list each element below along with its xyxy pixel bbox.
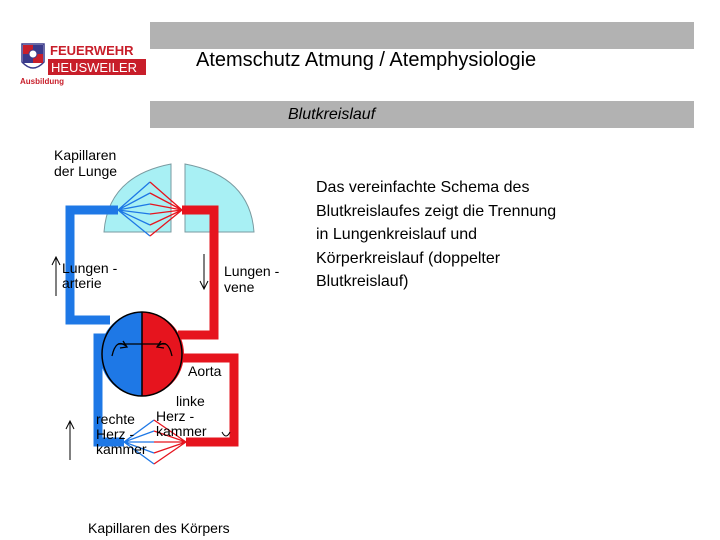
description-line: Körperkreislauf (doppelter (316, 249, 501, 267)
label-left-ventricle-3: kammer (156, 423, 207, 439)
aorta-vessel (178, 353, 239, 447)
flow-down-arrow-icon (199, 254, 209, 291)
lung-left-shape (103, 163, 172, 233)
pulmonary-vein-vessel (178, 205, 219, 340)
label-left-ventricle-1: linke (176, 393, 205, 409)
label-lung-vein-2: vene (224, 279, 255, 295)
logo-line-3: Ausbildung (20, 77, 64, 86)
flow-curve-arrow-icon (221, 431, 231, 437)
description-text: Das vereinfachte Schema des Blutkreislau… (316, 176, 636, 294)
label-right-ventricle-1: rechte (96, 411, 135, 427)
label-lung-vein-1: Lungen - (224, 263, 280, 279)
label-lung-capillaries-2: der Lunge (54, 163, 117, 179)
label-aorta: Aorta (188, 363, 222, 379)
lung-capillaries-blue (117, 181, 151, 237)
label-right-ventricle-3: kammer (96, 441, 147, 457)
body-capillaries-red (153, 419, 187, 465)
label-left-ventricle-2: Herz - (156, 408, 194, 424)
lung-right-shape (184, 163, 255, 233)
logo-line-1: FEUERWEHR (50, 43, 134, 58)
lung-capillaries-red (149, 181, 183, 237)
section-subtitle: Blutkreislauf (288, 106, 376, 123)
flow-up-arrow-icon (65, 419, 75, 460)
flow-up-arrow-icon (51, 255, 61, 296)
description-line: Blutkreislaufes zeigt die Trennung (316, 202, 557, 220)
label-lung-artery-1: Lungen - (62, 260, 118, 276)
label-right-ventricle-2: Herz - (96, 426, 134, 442)
description-line: Blutkreislauf) (316, 273, 409, 290)
body-capillaries-blue (123, 419, 155, 465)
description-line: Das vereinfachte Schema des (316, 179, 530, 196)
label-lung-artery-2: arterie (62, 275, 102, 291)
fire-department-logo: FEUERWEHR HEUSWEILER Ausbildung (18, 22, 150, 130)
heart-icon (100, 311, 184, 397)
page-title: Atemschutz Atmung / Atemphysiologie (196, 49, 537, 71)
coat-of-arms-icon (21, 43, 45, 69)
logo-line-2: HEUSWEILER (51, 60, 137, 75)
pulmonary-artery-vessel (65, 205, 118, 325)
label-body-capillaries: Kapillaren des Körpers (88, 520, 230, 536)
description-line: in Lungenkreislauf und (316, 226, 478, 243)
label-lung-capillaries-1: Kapillaren (54, 147, 116, 163)
